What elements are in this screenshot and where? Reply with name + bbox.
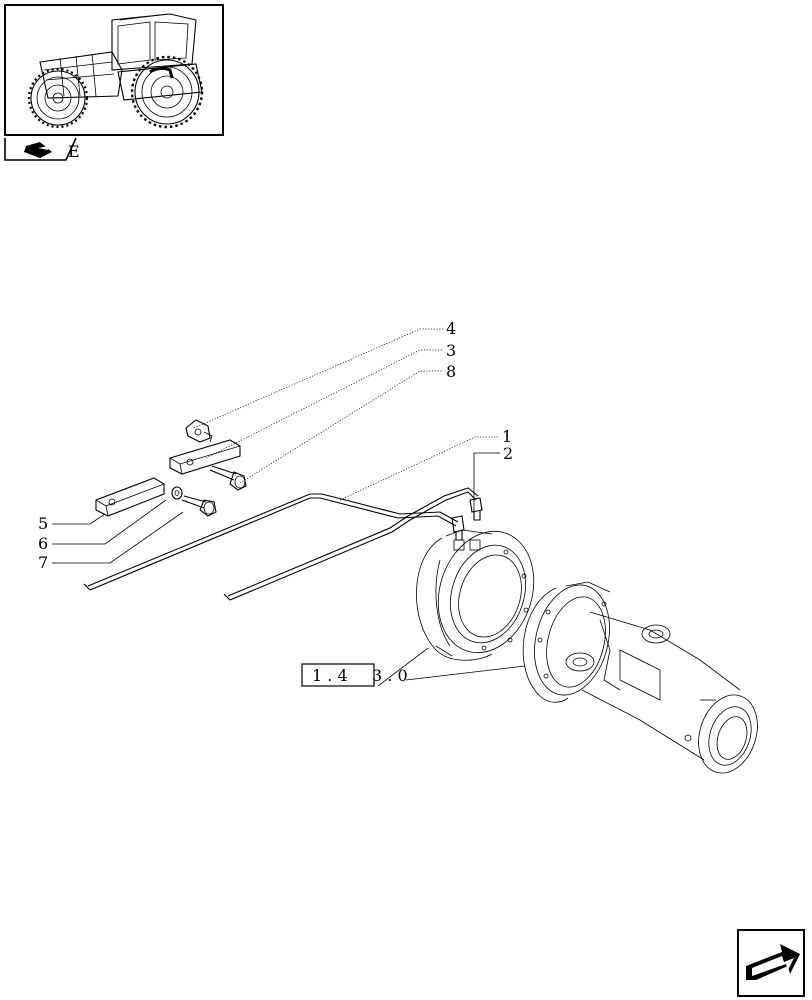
- reference-boxed: 1 . 4: [312, 666, 348, 685]
- callout-1: 1: [502, 427, 512, 446]
- callout-5: 5: [38, 514, 48, 533]
- part-4-bracket: [185, 419, 213, 443]
- callout-2: 2: [503, 444, 513, 463]
- callout-4: 4: [446, 319, 456, 338]
- part-3-clamp-plate: [169, 439, 241, 475]
- callout-labels: 4 3 8 1 2 5 6 7: [38, 319, 513, 572]
- callout-7: 7: [38, 553, 48, 572]
- part-6-washer: [171, 486, 183, 500]
- callout-3: 3: [446, 341, 456, 360]
- axle-housing: [522, 581, 758, 774]
- reference-rest: 3 . 0: [372, 666, 408, 685]
- part-2-pipe-fitting: [451, 497, 483, 541]
- rear-wheel: [130, 55, 204, 129]
- book-icon: [24, 142, 52, 158]
- next-page-button[interactable]: [737, 929, 805, 997]
- part-5-plate: [95, 477, 165, 517]
- leader-lines: [52, 328, 526, 687]
- cross-reference[interactable]: 1 . 4 3 . 0: [301, 663, 408, 687]
- part-1-brake-pipe: [83, 487, 479, 601]
- part-8-bolt: [209, 465, 247, 491]
- next-page-arrow-icon: [746, 944, 800, 980]
- section-badge[interactable]: E: [4, 137, 80, 161]
- callout-6: 6: [38, 534, 48, 553]
- tractor-thumbnail[interactable]: [4, 4, 224, 136]
- front-wheel: [27, 67, 89, 129]
- callout-8: 8: [446, 362, 456, 381]
- brake-housing: [416, 529, 535, 661]
- part-7-bolt: [181, 495, 217, 517]
- badge-suffix: E: [68, 142, 80, 161]
